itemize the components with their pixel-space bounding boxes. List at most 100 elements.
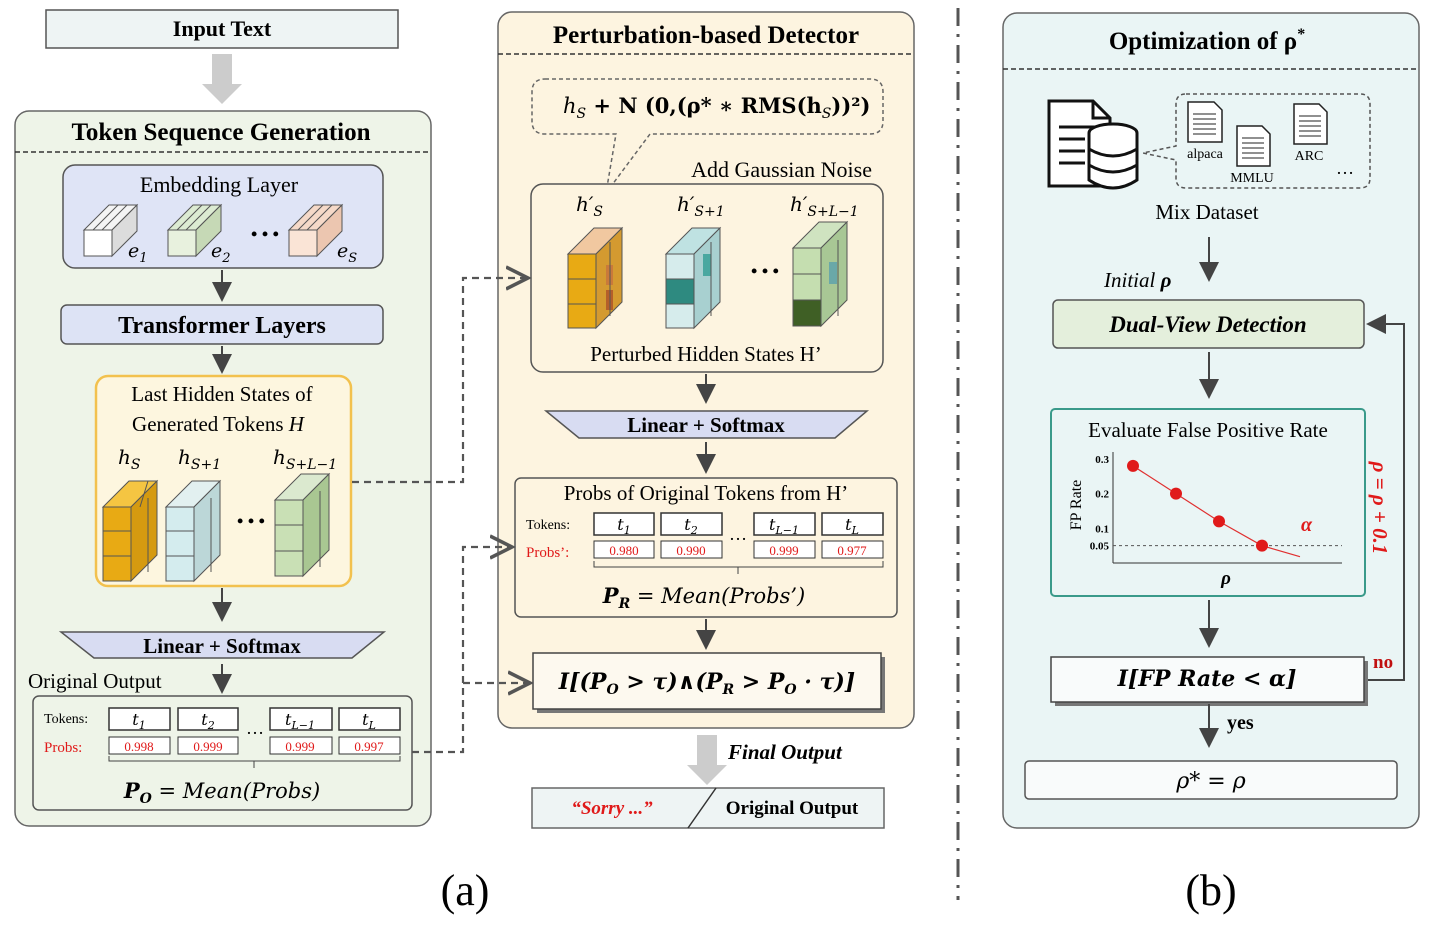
transformer-layers-label: Transformer Layers [118,313,326,339]
no-label: no [1373,652,1393,673]
linear-softmax-left [58,631,387,659]
loop-back-arrow [1366,314,1405,681]
perturbed-state-hs [566,226,624,330]
tokens-label-mid: Tokens: [526,518,570,533]
hidden-title-line2: Generated Tokens H [132,412,306,436]
optimization-panel: Optimization of ρ* [1002,12,1420,829]
fpr-point [1213,515,1225,528]
linear-softmax-left-label: Linear + Softmax [143,634,301,658]
final-output-arrow [687,735,727,785]
probs-label-left: Probs: [44,740,82,756]
optimization-title: Optimization of ρ* [1109,26,1305,55]
hidden-state-hs1 [164,479,222,583]
input-text-box: Input Text [45,9,399,49]
linear-softmax-middle [543,410,870,439]
alpha-label: α [1301,514,1313,536]
sorry-output: “Sorry ...” [571,798,653,819]
emb-label-es: eS [337,240,357,266]
y-tick-label: 0.3 [1095,454,1109,466]
embedding-vector-e2 [166,203,223,258]
hidden-state-hs [101,479,159,583]
dataset-mmlu: MMLU [1230,171,1274,186]
noise-formula-bubble [531,78,884,194]
evaluate-fpr-title: Evaluate False Positive Rate [1088,418,1328,442]
prob-4-mid: 0.977 [837,543,867,558]
token-ellipsis-left: … [246,718,264,738]
prob-4-left: 0.997 [354,739,384,754]
dual-view-label: Dual-View Detection [1108,312,1306,337]
perturbed-state-hs1 [664,226,722,330]
hp-label-s: h′S [576,192,603,220]
prob-2-left: 0.999 [193,739,222,754]
fpr-check-box [1050,656,1365,703]
dataset-alpaca: alpaca [1187,147,1224,162]
linear-softmax-middle-label: Linear + Softmax [627,413,785,437]
evaluate-fpr-box [1050,408,1366,597]
add-noise-label: Add Gaussian Noise [691,157,872,182]
indicator-formula: I[(PO > τ)∧(PR > PO · τ)] [558,669,855,698]
probs-original-title: Probs of Original Tokens from H’ [564,481,849,505]
hidden-title-line1: Last Hidden States of [131,382,312,406]
fpr-point [1127,459,1139,472]
perturbed-title: Perturbed Hidden States H’ [590,342,822,366]
arc-doc-icon [1293,103,1328,145]
connector-probs-to-detector [412,547,512,754]
h-label-s: hS [118,445,140,473]
database-icon [1047,99,1139,190]
detector-panel: Perturbation-based Detector hS + N (0,(ρ… [497,11,915,729]
dataset-arc: ARC [1295,149,1324,164]
label-a: (a) [441,866,490,915]
label-b: (b) [1185,866,1236,915]
embedding-layer-title: Embedding Layer [140,172,299,197]
mix-dataset-label: Mix Dataset [1155,200,1258,224]
prob-3-left: 0.999 [285,739,314,754]
emb-label-e2: e2 [211,240,231,266]
detector-title: Perturbation-based Detector [553,22,859,49]
original-output-option: Original Output [726,798,859,819]
fpr-point [1170,487,1182,500]
prob-1-mid: 0.980 [609,543,638,558]
hp-label-sl: h′S+L−1 [790,192,859,220]
transformer-layers-box [60,304,384,345]
fpr-check-label: I[FP Rate < α] [1117,666,1297,692]
h-label-sl: hS+L−1 [273,445,337,473]
initial-rho-label: Initial ρ [1103,268,1172,292]
dataset-ellipsis: … [1336,158,1354,178]
mmlu-doc-icon [1236,125,1271,167]
hidden-state-hsl [273,472,331,578]
noise-formula: hS + N (0,(ρ* ∗ RMS(hS))²) [563,93,870,122]
fpr-point [1256,539,1268,552]
pr-formula: PR = Mean(Probs’) [602,583,805,612]
h-label-s1: hS+1 [178,445,221,473]
result-box [1024,760,1398,800]
prob-2-mid: 0.990 [676,543,705,558]
y-tick-label: 0.2 [1095,489,1109,501]
perturbed-ellipsis: • • • [751,261,779,281]
result-label: ρ* = ρ [1175,769,1245,794]
embedding-vector-e1 [82,203,139,258]
emb-label-e1: e1 [128,240,148,266]
hidden-ellipsis: • • • [237,511,265,531]
fpr-chart: FP Rate ρ α 0.3 0.2 0.1 0.05 [1068,452,1342,589]
token-sequence-panel: Token Sequence Generation Embedding Laye… [14,110,432,827]
dual-view-box [1052,299,1365,349]
probs-label-mid: Probs’: [526,545,569,561]
final-output-options: “Sorry ...” Original Output [531,787,885,829]
prob-1-left: 0.998 [124,739,153,754]
token-ellipsis-mid: … [729,524,747,544]
yes-label: yes [1227,712,1254,734]
token-sequence-title: Token Sequence Generation [71,119,370,146]
rho-axis-label: ρ [1220,568,1231,589]
update-rule: ρ = ρ + 0.1 [1368,461,1392,555]
original-output-label: Original Output [28,669,162,693]
po-formula: PO = Mean(Probs) [123,778,320,807]
fp-axis-label: FP Rate [1068,480,1085,531]
y-tick-label: 0.1 [1095,523,1109,535]
hp-label-s1: h′S+1 [677,192,725,220]
perturbed-state-hsl [791,220,849,328]
y-tick-label: 0.05 [1090,541,1110,553]
alpaca-doc-icon [1187,101,1223,143]
final-output-label: Final Output [727,740,843,764]
tokens-label-left: Tokens: [44,712,88,727]
